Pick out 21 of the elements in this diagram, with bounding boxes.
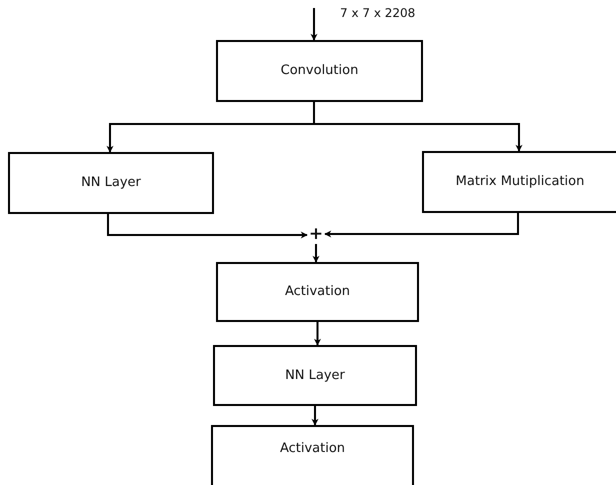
arrow xyxy=(107,214,308,238)
arrow xyxy=(313,102,522,152)
process-box xyxy=(216,40,423,102)
node-label: NN Layer xyxy=(285,368,345,384)
process-box xyxy=(213,345,417,406)
arrow xyxy=(310,8,318,41)
dimension-label: 7 x 7 x 2208 xyxy=(340,6,416,20)
plus-sign: + xyxy=(308,226,324,242)
arrow xyxy=(312,244,320,263)
process-box xyxy=(8,152,214,214)
process-box xyxy=(216,262,419,322)
node-label: Activation xyxy=(280,441,346,457)
node-label: NN Layer xyxy=(81,175,141,191)
node-label: Activation xyxy=(284,284,350,300)
node-label: Matrix Mutiplication xyxy=(456,174,584,190)
arrow xyxy=(312,406,318,426)
process-box xyxy=(422,151,616,213)
node-label: Convolution xyxy=(280,63,358,79)
arrow xyxy=(324,213,519,238)
process-box xyxy=(211,425,414,485)
arrow xyxy=(314,322,321,346)
